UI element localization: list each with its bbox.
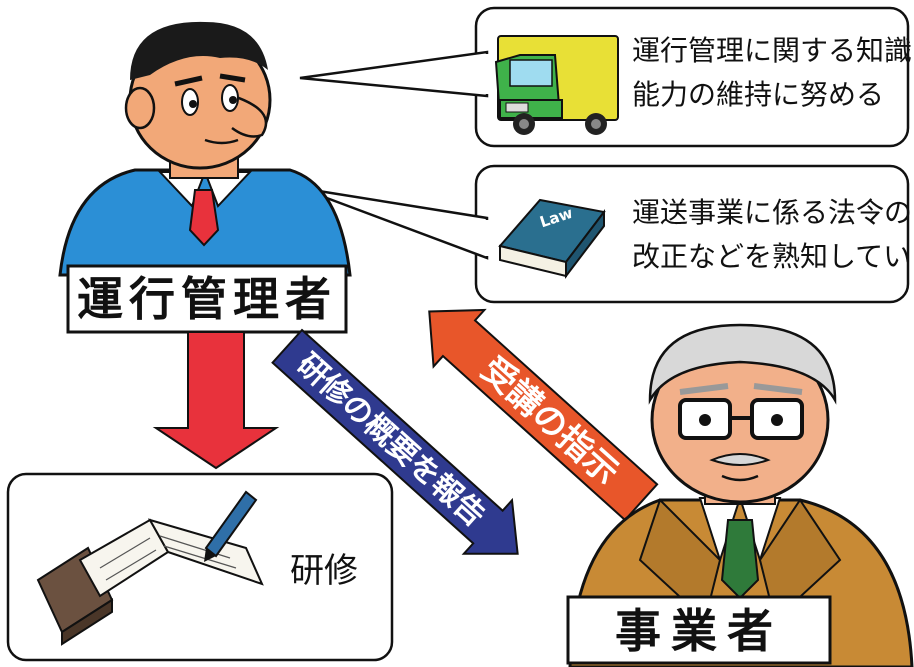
operation-manager-label: 運行管理者 bbox=[77, 272, 337, 326]
callout-knowledge-line-2: 能力の維持に努める bbox=[632, 78, 884, 111]
arrow-to-training bbox=[152, 331, 280, 470]
law-book-icon: Law bbox=[498, 198, 606, 279]
arrow-instruction-label: 受講の指示 bbox=[473, 350, 626, 493]
training-label: 研修 bbox=[290, 551, 358, 591]
operation-manager-illustration bbox=[58, 21, 352, 277]
callout-knowledge-line-1: 運行管理に関する知識 bbox=[632, 34, 912, 67]
training-box: 研修 bbox=[6, 472, 394, 662]
business-owner-label: 事業者 bbox=[615, 604, 783, 658]
callout-law-line-2: 改正などを熟知している bbox=[632, 240, 914, 273]
callout-knowledge: 運行管理に関する知識 能力の維持に努める bbox=[299, 6, 912, 148]
notebook-pen-icon bbox=[36, 490, 264, 646]
truck-icon bbox=[494, 35, 619, 135]
business-owner-label-box: 事業者 bbox=[566, 595, 832, 665]
callout-law: Law 運送事業に係る法令の 改正などを熟知している bbox=[299, 164, 914, 304]
operation-manager-label-box: 運行管理者 bbox=[66, 264, 348, 334]
callout-law-line-1: 運送事業に係る法令の bbox=[632, 196, 912, 229]
